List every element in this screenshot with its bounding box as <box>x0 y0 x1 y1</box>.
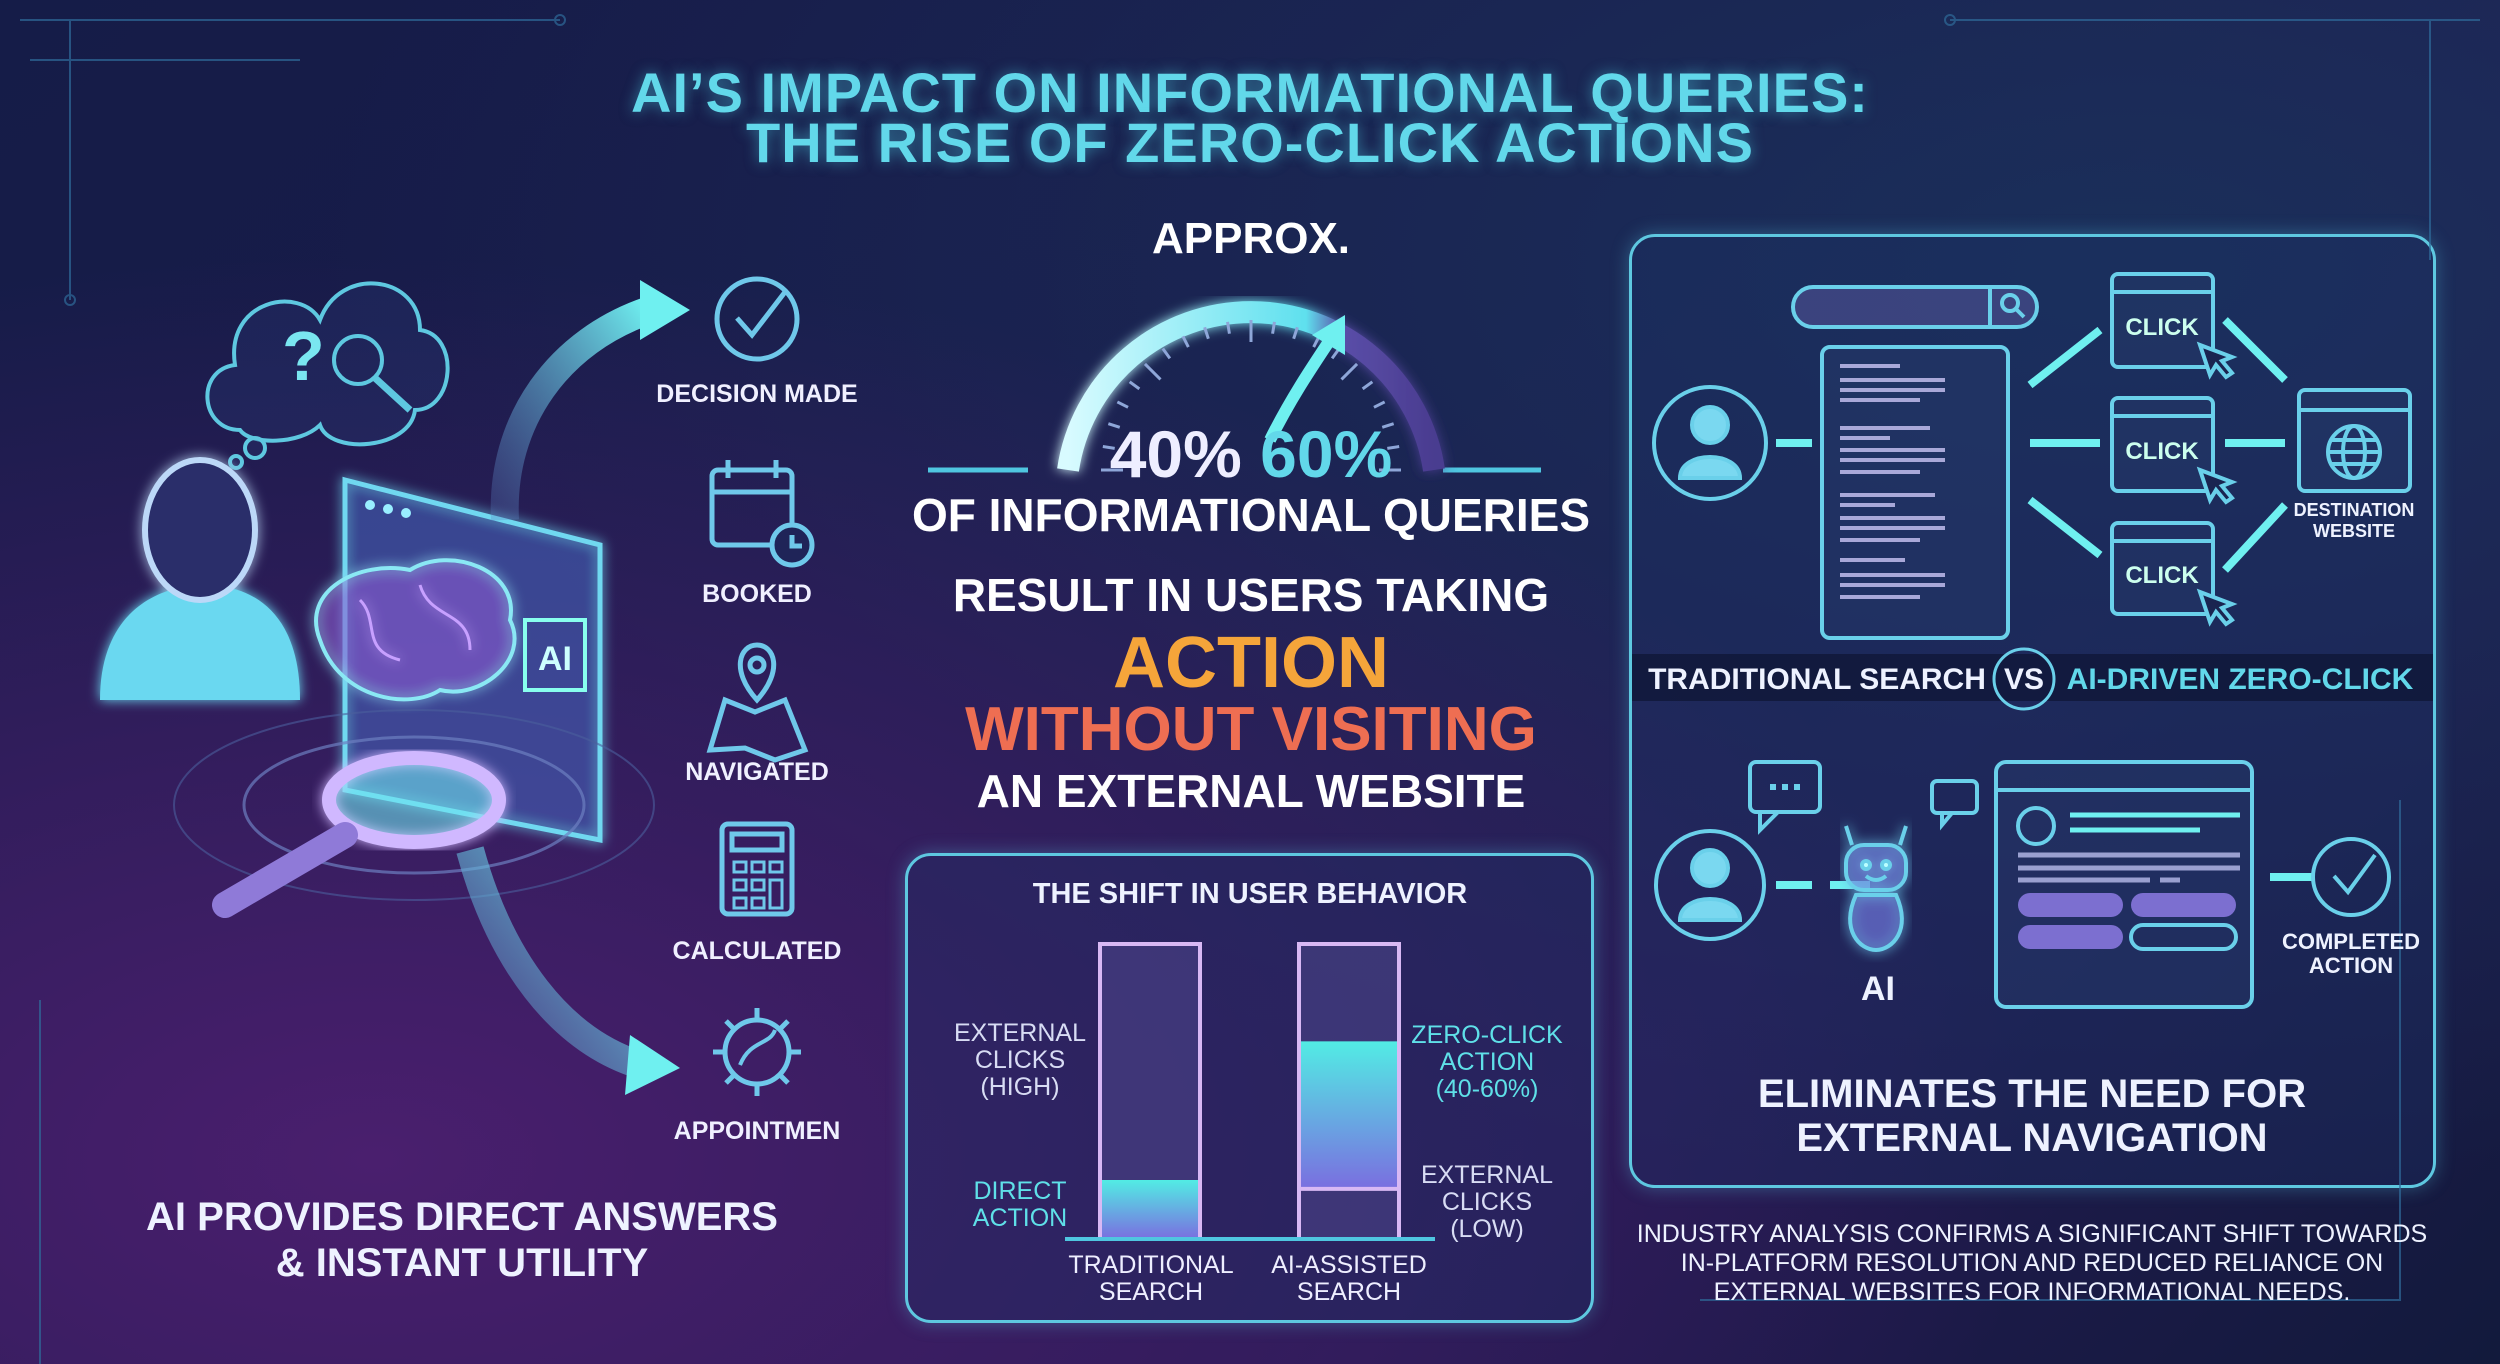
outcome-booked: BOOKED <box>702 580 812 608</box>
headline-line-1: ELIMINATES THE NEED FOR <box>1757 1072 2307 1116</box>
gauge-tick <box>1203 326 1210 340</box>
user-circle-icon <box>1652 385 1768 501</box>
gauge-tick <box>1128 380 1141 391</box>
cursor-icon <box>2196 341 2238 627</box>
gauge-tick <box>1381 422 1395 429</box>
svg-text:?: ? <box>282 317 325 395</box>
check-circle-icon <box>714 276 800 362</box>
bar-action-segment <box>1102 1180 1198 1239</box>
completed-check-icon <box>2311 837 2391 917</box>
gauge-tick <box>1161 347 1172 360</box>
gauge-tick <box>1107 422 1121 429</box>
gauge-arrow-icon <box>1264 336 1335 443</box>
footer-note: INDUSTRY ANALYSIS CONFIRMS A SIGNIFICANT… <box>1636 1220 2428 1306</box>
arrow-up-curve-icon <box>490 296 655 521</box>
compass-hand-icon <box>713 1008 801 1096</box>
gauge-tick <box>1271 321 1276 334</box>
outcome-appointment: APPOINTMEN <box>673 1117 841 1145</box>
stat-line-1: OF INFORMATIONAL QUERIES <box>911 489 1591 541</box>
ai-badge: AI <box>538 640 572 678</box>
gauge <box>928 301 1541 473</box>
stat-line-2: RESULT IN USERS TAKING <box>952 569 1550 621</box>
click-label-1: CLICK <box>2125 314 2199 341</box>
gauge-tick <box>1373 400 1386 409</box>
thought-cloud-icon: ? <box>205 281 450 470</box>
vs-left-label: TRADITIONAL SEARCH <box>1648 663 1986 696</box>
vs-band <box>1632 654 2433 701</box>
stat-high: 60% <box>1260 417 1393 491</box>
gauge-tick <box>1387 445 1400 450</box>
calculator-icon <box>719 821 795 917</box>
vs-right-label: AI-DRIVEN ZERO-CLICK <box>2066 663 2414 696</box>
gauge-tick <box>1340 362 1359 381</box>
title-line-2: THE RISE OF ZERO-CLICK ACTIONS <box>746 111 1754 174</box>
stat-action: ACTION <box>1113 623 1389 703</box>
user-circle-icon <box>1654 829 1766 941</box>
gauge-arc <box>1057 301 1445 472</box>
headline-line-2: EXTERNAL NAVIGATION <box>1796 1116 2268 1160</box>
gauge-tick <box>1102 445 1115 450</box>
chat-bubble-icon <box>1748 760 1979 835</box>
person-icon <box>100 457 300 700</box>
brain-icon <box>314 558 517 702</box>
arrow-down-curve-icon <box>456 846 645 1079</box>
circuit-lines <box>20 14 2480 1364</box>
vs-label: VS <box>2003 663 2045 696</box>
left-caption-line-1: AI PROVIDES DIRECT ANSWERS <box>146 1195 778 1239</box>
stat-line-5: AN EXTERNAL WEBSITE <box>976 765 1526 817</box>
bar-action-segment <box>1301 1041 1397 1189</box>
map-pin-icon <box>706 642 809 763</box>
outcome-decision-made: DECISION MADE <box>656 380 858 408</box>
outcome-calculated: CALCULATED <box>672 937 842 965</box>
click-window-icons <box>2110 272 2238 627</box>
vs-circle <box>1992 647 2056 711</box>
robot-icon <box>1844 825 1908 953</box>
outcome-navigated: NAVIGATED <box>685 758 829 786</box>
stat-without-visiting: WITHOUT VISITING <box>965 695 1537 764</box>
chart-title: THE SHIFT IN USER BEHAVIOR <box>1032 878 1468 910</box>
left-caption-line-2: & INSTANT UTILITY <box>275 1241 649 1285</box>
browser-form-icon <box>1994 760 2254 1009</box>
stat-range: 40% 60% <box>1110 416 1393 492</box>
gauge-tick <box>1226 321 1231 334</box>
title-line-1: AI’S IMPACT ON INFORMATIONAL QUERIES: <box>631 61 1869 124</box>
click-label-2: CLICK <box>2125 438 2199 465</box>
click-label-3: CLICK <box>2125 562 2199 589</box>
approx-label: APPROX. <box>1151 214 1351 263</box>
chart-bars <box>1098 942 1401 1241</box>
stat-low: 40% <box>1109 417 1242 491</box>
behavior-chart-panel <box>905 853 1594 1323</box>
gauge-tick <box>1361 380 1374 391</box>
results-page-icon <box>1820 345 2010 640</box>
gauge-tick <box>1143 362 1162 381</box>
gauge-tick <box>1292 326 1299 340</box>
destination-globe-icon <box>2297 388 2412 493</box>
magnifier-icon <box>173 709 655 918</box>
calendar-clock-icon <box>709 460 815 568</box>
ai-label: AI <box>1861 970 1895 1008</box>
gauge-tick <box>1116 400 1129 409</box>
search-bar-icon <box>1791 285 2039 329</box>
gauge-tick <box>1181 335 1190 348</box>
